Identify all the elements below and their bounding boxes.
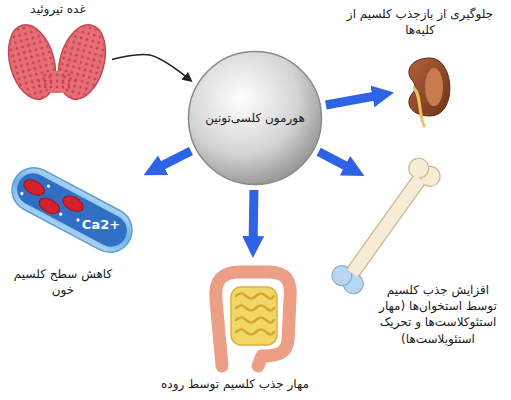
- text-holder: هورمون کلسی‌تونین: [187, 50, 323, 186]
- small-intestine: [231, 287, 277, 345]
- blood-node: کاهش سطح کلسیم خون: [8, 160, 140, 262]
- calcium-dot: [76, 218, 80, 222]
- kidney-node: جلوگیری از بازجذب کلسیم از کلیه‌ها: [398, 58, 450, 116]
- arrow-connector: [112, 54, 186, 76]
- organ-caption: افزایش جذب کلسیم توسط استخوان‌ها (مهار ا…: [372, 282, 504, 347]
- organ-caption: غده تیروئید: [8, 1, 108, 17]
- thyroid-gland: [1, 20, 113, 105]
- bone: [328, 154, 444, 297]
- arrow-connector: [326, 96, 375, 105]
- kidney: [409, 58, 450, 126]
- arrow-connector: [249, 190, 259, 238]
- organ-caption: کاهش سطح کلسیم خون: [8, 266, 118, 298]
- vessel-lumen: [12, 168, 133, 253]
- red-blood-cell: [60, 193, 86, 215]
- bone-shaft: [347, 175, 424, 276]
- hormone-name: هورمون کلسی‌تونین: [196, 110, 314, 126]
- intestine: [216, 272, 291, 366]
- label-slot: جلوگیری از بازجذب کلسیم از کلیه‌ها: [336, 6, 504, 38]
- intestine-node: مهار جذب کلسیم توسط روده: [200, 262, 304, 372]
- blood-vessel: [4, 160, 139, 260]
- arrow-connector: [319, 152, 347, 167]
- organ-caption: مهار جذب کلسیم توسط روده: [130, 376, 340, 392]
- small-intestine-coil: [236, 294, 274, 335]
- red-blood-cell: [21, 177, 47, 199]
- label-slot: غده تیروئید: [8, 1, 108, 17]
- calcium-dot: [59, 212, 63, 216]
- large-intestine: [216, 272, 291, 366]
- label-slot: کاهش سطح کلسیم خون: [8, 266, 118, 298]
- calcium-dot: [46, 184, 50, 188]
- thyroid-texture: [36, 72, 78, 92]
- arrow-connector: [161, 151, 191, 166]
- label-slot: مهار جذب کلسیم توسط روده: [130, 376, 340, 392]
- hormone-circle: هورمون کلسی‌تونین: [187, 50, 323, 186]
- calcium-dot: [20, 191, 24, 195]
- label-slot: افزایش جذب کلسیم توسط استخوان‌ها (مهار ا…: [372, 282, 504, 347]
- text-column: هورمون کلسی‌تونین: [196, 110, 314, 126]
- organ-caption: جلوگیری از بازجذب کلسیم از کلیه‌ها: [336, 6, 504, 38]
- ureter: [414, 88, 424, 126]
- red-blood-cell: [37, 195, 63, 217]
- vessel-wall: [4, 160, 139, 260]
- label-slot: Ca2+: [80, 217, 122, 233]
- ion-label: Ca2+: [80, 217, 122, 233]
- bone-node: افزایش جذب کلسیم توسط استخوان‌ها (مهار ا…: [368, 160, 448, 238]
- bone-end: [405, 154, 433, 182]
- thyroid-node: غده تیروئید: [8, 22, 108, 110]
- hormone-sphere: [189, 52, 322, 185]
- bone-shaft: [345, 173, 426, 279]
- kidney-inner: [425, 68, 443, 106]
